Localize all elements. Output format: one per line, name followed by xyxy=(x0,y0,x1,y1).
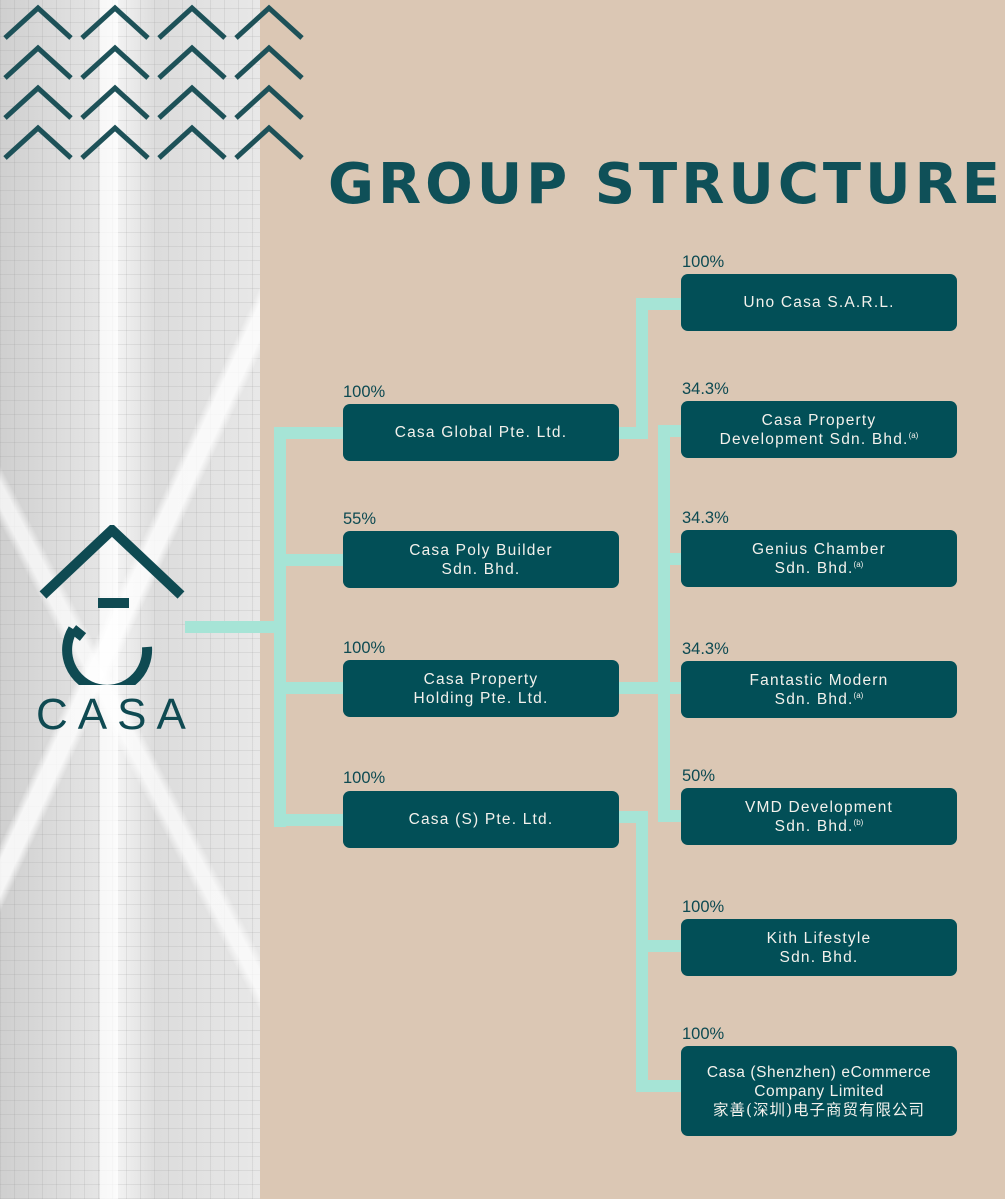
connector xyxy=(618,682,682,694)
footnote-marker: (a) xyxy=(853,559,864,569)
connector xyxy=(658,425,670,822)
footnote-marker: (a) xyxy=(908,430,919,440)
entity-name: Casa Property xyxy=(423,670,539,688)
footnote-marker: (a) xyxy=(853,690,864,700)
entity-name: Sdn. Bhd. xyxy=(774,690,854,708)
entity-name: Casa (S) Pte. Ltd. xyxy=(408,811,554,828)
connector xyxy=(185,621,285,633)
entity-casa-global: Casa Global Pte. Ltd. xyxy=(343,404,619,461)
connector xyxy=(658,553,682,565)
connector xyxy=(274,427,344,439)
logo-text: CASA xyxy=(36,690,196,739)
connector xyxy=(658,425,682,437)
connector xyxy=(636,298,648,439)
entity-name: Uno Casa S.A.R.L. xyxy=(743,294,895,311)
connector xyxy=(636,1080,682,1092)
entity-name: Casa Poly Builder xyxy=(409,541,553,559)
ownership-pct: 100% xyxy=(682,1025,725,1043)
ownership-pct: 34.3% xyxy=(682,640,729,658)
ownership-pct: 100% xyxy=(343,383,386,401)
chevron-pattern-icon xyxy=(3,4,304,160)
ownership-pct: 100% xyxy=(343,769,386,787)
ownership-pct: 34.3% xyxy=(682,380,729,398)
entity-name: Casa (Shenzhen) eCommerce xyxy=(706,1063,932,1081)
connector xyxy=(274,427,286,827)
page-title: GROUP STRUCTURE xyxy=(328,152,1004,217)
entity-name: Sdn. Bhd. xyxy=(441,560,521,578)
entity-name: Kith Lifestyle xyxy=(766,929,872,947)
entity-name-chinese: 家善(深圳)电子商贸有限公司 xyxy=(712,1100,926,1119)
connector xyxy=(636,298,682,310)
entity-name: Sdn. Bhd. xyxy=(779,948,859,966)
footnote-marker: (b) xyxy=(853,817,864,827)
entity-name: Casa Global Pte. Ltd. xyxy=(394,424,568,441)
entity-name: Holding Pte. Ltd. xyxy=(413,689,549,707)
entity-uno-casa: Uno Casa S.A.R.L. xyxy=(681,274,957,331)
ownership-pct: 100% xyxy=(682,898,725,916)
entity-name: Sdn. Bhd. xyxy=(774,559,854,577)
entity-name: Company Limited xyxy=(754,1082,884,1100)
ownership-pct: 55% xyxy=(343,510,377,528)
ownership-pct: 100% xyxy=(343,639,386,657)
entity-name: VMD Development xyxy=(744,798,894,816)
ownership-pct: 34.3% xyxy=(682,509,729,527)
connector xyxy=(636,940,682,952)
entity-name: Casa Property xyxy=(761,411,877,429)
entity-name: Sdn. Bhd. xyxy=(774,817,854,835)
entity-name: Genius Chamber xyxy=(752,540,886,558)
casa-logo-icon xyxy=(39,525,185,685)
entity-name: Development Sdn. Bhd. xyxy=(719,430,909,448)
entity-casa-s: Casa (S) Pte. Ltd. xyxy=(343,791,619,848)
connector xyxy=(658,810,682,822)
building-photo xyxy=(0,0,260,1199)
connector xyxy=(274,682,344,694)
connector xyxy=(274,554,344,566)
entity-name: Fantastic Modern xyxy=(749,671,889,689)
connector xyxy=(274,814,344,826)
ownership-pct: 100% xyxy=(682,253,725,271)
ownership-pct: 50% xyxy=(682,767,716,785)
